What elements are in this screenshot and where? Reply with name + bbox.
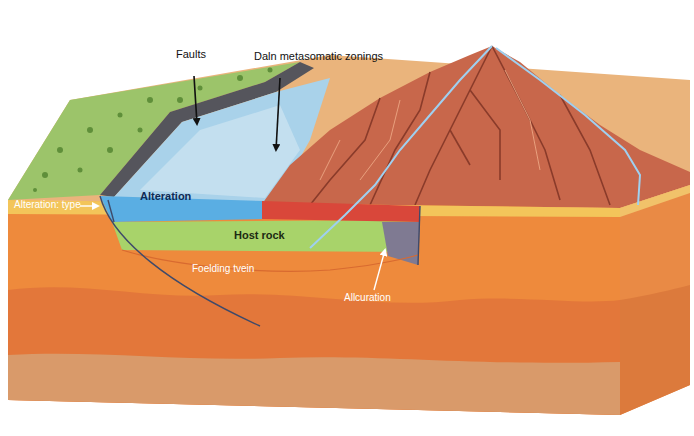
label-text: Faults [176, 48, 206, 61]
mountain [262, 46, 690, 208]
label-text: Daln metasomatic zonings [254, 50, 383, 63]
mountain-ridges [310, 46, 610, 205]
veins [310, 46, 640, 248]
deep-layer [8, 287, 620, 415]
right-band [620, 185, 690, 217]
front-face [8, 200, 620, 415]
fault-lines [100, 196, 420, 326]
lake-light [140, 105, 300, 198]
host-rock-band [112, 220, 420, 252]
label-text: Alteration [140, 190, 191, 203]
label-text: Foelding tvein [192, 263, 254, 275]
label-text: Alteration: type [14, 199, 81, 211]
grey-zone [382, 222, 420, 265]
label-text: Allcuration [344, 292, 391, 304]
mountain-highlights [320, 70, 540, 180]
leader-arrow [194, 76, 197, 124]
leader-arrow [80, 205, 98, 206]
basin-floor [122, 250, 418, 271]
leader-arrow [374, 250, 385, 290]
right-face [620, 185, 690, 415]
basement-layer [8, 354, 620, 415]
right-deep [620, 285, 690, 415]
leader-arrow [276, 78, 280, 150]
label-text: Host rock [234, 229, 285, 242]
